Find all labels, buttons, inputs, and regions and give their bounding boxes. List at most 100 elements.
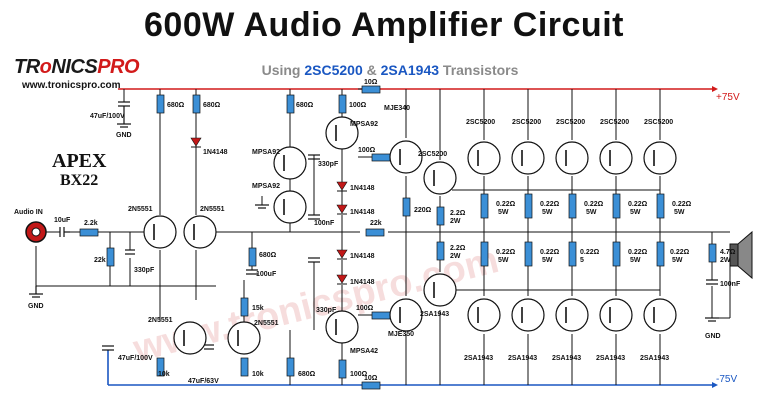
resistor-zobel — [708, 243, 717, 263]
ground-symbols — [29, 118, 719, 322]
svg-text:680Ω: 680Ω — [203, 102, 221, 109]
svg-text:2SC5200: 2SC5200 — [418, 151, 447, 158]
q-2sa1943-driver — [423, 273, 457, 307]
q-out-top-1 — [467, 141, 501, 175]
neg-rail-label: -75V — [716, 374, 738, 385]
svg-text:15k: 15k — [252, 305, 264, 312]
q-mpsa92-b — [273, 190, 307, 224]
resistor-680-b — [192, 94, 201, 114]
svg-text:0.22Ω: 0.22Ω — [628, 249, 648, 256]
q-mpsa92-a — [273, 146, 307, 180]
resistor-10k-b — [240, 357, 249, 377]
transistors — [143, 116, 677, 355]
svg-text:22k: 22k — [94, 257, 106, 264]
svg-text:100uF: 100uF — [256, 271, 277, 278]
svg-text:1N4148: 1N4148 — [350, 279, 375, 286]
svg-text:MJE340: MJE340 — [384, 105, 410, 112]
svg-text:0.22Ω: 0.22Ω — [628, 201, 648, 208]
svg-text:10Ω: 10Ω — [364, 79, 378, 86]
svg-text:680Ω: 680Ω — [296, 102, 314, 109]
svg-text:MPSA92: MPSA92 — [252, 183, 280, 190]
svg-text:GND: GND — [116, 132, 132, 139]
svg-text:2SC5200: 2SC5200 — [512, 119, 541, 126]
svg-text:2SA1943: 2SA1943 — [640, 355, 669, 362]
svg-text:0.22Ω: 0.22Ω — [672, 201, 692, 208]
svg-text:330pF: 330pF — [318, 161, 339, 168]
svg-text:2N5551: 2N5551 — [200, 206, 225, 213]
svg-text:5W: 5W — [498, 209, 509, 216]
page-subtitle: Using 2SC5200 & 2SA1943 Transistors — [261, 62, 519, 78]
svg-text:2W: 2W — [450, 218, 461, 225]
svg-text:5W: 5W — [674, 209, 685, 216]
svg-text:2SC5200: 2SC5200 — [644, 119, 673, 126]
svg-text:2SC5200: 2SC5200 — [600, 119, 629, 126]
svg-text:GND: GND — [705, 333, 721, 340]
svg-text:1N4148: 1N4148 — [350, 253, 375, 260]
svg-text:100Ω: 100Ω — [356, 305, 374, 312]
svg-text:10k: 10k — [252, 371, 264, 378]
capacitors — [59, 101, 718, 351]
svg-text:0.22Ω: 0.22Ω — [580, 249, 600, 256]
q-mje350 — [389, 298, 423, 332]
resistor-emit-b3 — [568, 241, 577, 267]
svg-text:2SA1943: 2SA1943 — [552, 355, 581, 362]
q-mpsa92-c — [325, 116, 359, 150]
pos-rail-label: +75V — [716, 92, 740, 103]
resistor-100-c — [371, 311, 391, 320]
svg-text:47uF/100V: 47uF/100V — [90, 113, 125, 120]
q-mpsa42 — [325, 310, 359, 344]
resistor-emit-b4 — [612, 241, 621, 267]
diode-3 — [336, 204, 348, 214]
q-2n5551-d — [227, 321, 261, 355]
q-out-top-5 — [643, 141, 677, 175]
q-out-bot-5 — [643, 298, 677, 332]
svg-text:MPSA42: MPSA42 — [350, 348, 378, 355]
resistor-100-d — [338, 359, 347, 379]
resistor-100-a — [338, 94, 347, 114]
pos-rail-arrow — [712, 86, 718, 92]
svg-text:5W: 5W — [542, 257, 553, 264]
q-out-top-4 — [599, 141, 633, 175]
svg-text:10k: 10k — [158, 371, 170, 378]
svg-text:2.2Ω: 2.2Ω — [450, 210, 466, 217]
resistor-15k — [240, 297, 249, 317]
svg-text:5W: 5W — [630, 257, 641, 264]
svg-text:2N5551: 2N5551 — [254, 320, 279, 327]
svg-text:2N5551: 2N5551 — [128, 206, 153, 213]
wiring — [35, 88, 731, 385]
resistor-emit-t5 — [656, 193, 665, 219]
svg-text:0.22Ω: 0.22Ω — [670, 249, 690, 256]
svg-text:2SC5200: 2SC5200 — [556, 119, 585, 126]
svg-text:2W: 2W — [720, 257, 731, 264]
svg-text:5W: 5W — [586, 209, 597, 216]
svg-text:5W: 5W — [542, 209, 553, 216]
svg-text:330pF: 330pF — [316, 307, 337, 314]
svg-text:2SA1943: 2SA1943 — [508, 355, 537, 362]
svg-text:0.22Ω: 0.22Ω — [496, 201, 516, 208]
svg-text:2.2Ω: 2.2Ω — [450, 245, 466, 252]
svg-text:1N4148: 1N4148 — [203, 149, 228, 156]
svg-text:4.7Ω: 4.7Ω — [720, 249, 736, 256]
svg-text:680Ω: 680Ω — [298, 371, 316, 378]
svg-text:Audio IN: Audio IN — [14, 209, 43, 216]
svg-text:0.22Ω: 0.22Ω — [584, 201, 604, 208]
svg-text:220Ω: 220Ω — [414, 207, 432, 214]
svg-text:2W: 2W — [450, 253, 461, 260]
resistor-22k-b — [365, 228, 385, 237]
q-out-top-2 — [511, 141, 545, 175]
svg-text:1N4148: 1N4148 — [350, 185, 375, 192]
resistor-680-d — [248, 247, 257, 267]
resistor-emit-t1 — [480, 193, 489, 219]
neg-rail-arrow — [712, 382, 718, 388]
model-number: BX22 — [60, 172, 99, 189]
q-out-bot-1 — [467, 298, 501, 332]
diode-1 — [190, 137, 202, 147]
svg-text:1N4148: 1N4148 — [350, 209, 375, 216]
svg-text:5W: 5W — [498, 257, 509, 264]
svg-text:680Ω: 680Ω — [259, 252, 277, 259]
svg-text:GND: GND — [28, 303, 44, 310]
svg-text:MPSA92: MPSA92 — [350, 121, 378, 128]
q-out-bot-4 — [599, 298, 633, 332]
resistors — [79, 85, 717, 390]
